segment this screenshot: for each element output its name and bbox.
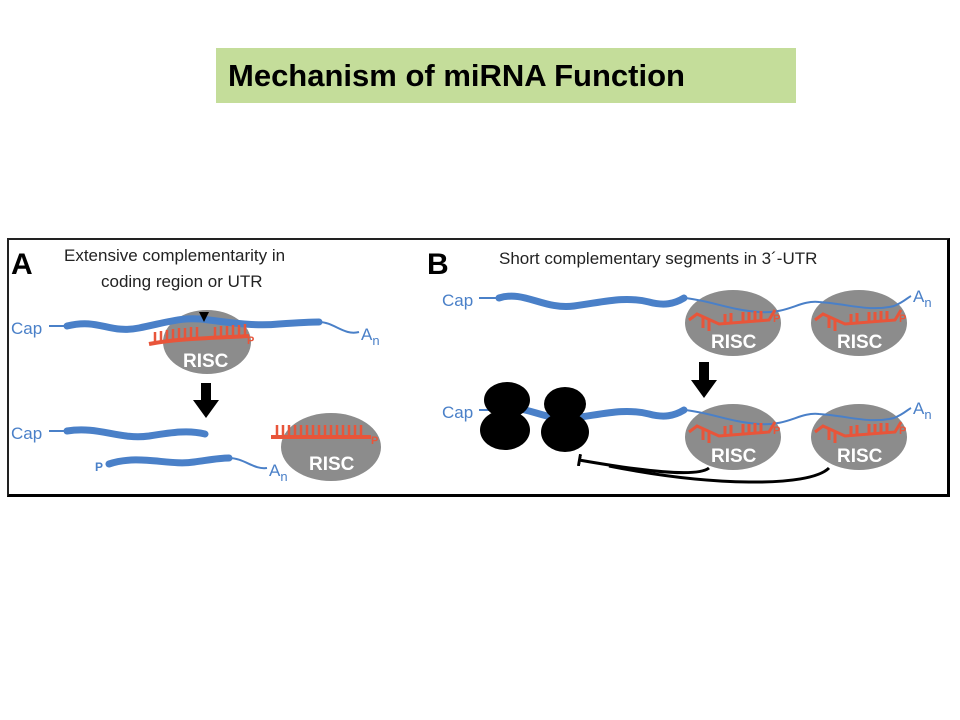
panel-b-heading: Short complementary segments in 3´-UTR	[499, 249, 817, 268]
mirna-mechanism-figure: A Extensive complementarity in coding re…	[7, 238, 950, 497]
panel-a-fragment-phosphate: P	[95, 460, 103, 474]
panel-a-risc-right-label: RISC	[309, 454, 355, 475]
panel-a-mrna-top	[63, 315, 323, 333]
panel-b-cap-top: Cap	[442, 291, 473, 310]
panel-b-mrna-top	[495, 292, 688, 311]
panel-a-polya-bottom: An	[269, 461, 288, 484]
panel-b-risc-2-label: RISC	[837, 332, 883, 353]
panel-a-cap-bottom: Cap	[11, 424, 42, 443]
panel-a-utr-tail-bottom	[228, 457, 268, 470]
panel-b-risc-3-label: RISC	[711, 446, 757, 467]
panel-b-mirna-3	[688, 421, 777, 443]
panel-b-mirna-1-phosphate: P	[773, 313, 780, 325]
panel-a-fragment-3prime	[105, 454, 233, 468]
panel-a-cap-top: Cap	[11, 319, 42, 338]
panel-a-utr-tail-top	[318, 321, 360, 334]
panel-b-mirna-3-phosphate: P	[773, 425, 780, 437]
panel-b-risc-4-label: RISC	[837, 446, 883, 467]
panel-a-cleavage-arrowhead	[199, 312, 209, 322]
panel-b-down-arrow	[691, 362, 717, 398]
panel-a-mirna-teeth-top	[153, 324, 247, 344]
panel-b-polya-bottom: An	[913, 399, 932, 422]
panel-b-ribosome-1	[480, 382, 530, 450]
panel-b-polya-top: An	[913, 287, 932, 310]
page-title: Mechanism of miRNA Function	[228, 57, 685, 93]
panel-b-inhibition-line-2	[608, 464, 831, 484]
panel-a-mirna-phosphate: P	[247, 335, 254, 347]
panel-b-mirna-2	[814, 309, 903, 331]
panel-b: B Short complementary segments in 3´-UTR…	[427, 248, 932, 484]
panel-b-risc-1-label: RISC	[711, 332, 757, 353]
panel-a-mirna-teeth-free	[275, 425, 363, 437]
panel-a-letter: A	[11, 248, 33, 281]
panel-b-mirna-4	[814, 421, 903, 443]
title-box: Mechanism of miRNA Function	[216, 48, 796, 103]
panel-b-mrna-bottom	[495, 404, 688, 423]
panel-b-mirna-4-phosphate: P	[899, 425, 906, 437]
panel-a-polya-top: An	[361, 325, 380, 348]
panel-b-risc-3-body	[685, 404, 781, 470]
panel-a-down-arrow	[193, 383, 219, 418]
panel-a-heading-line2: coding region or UTR	[101, 272, 263, 291]
panel-a-free-mirna-phosphate: P	[371, 435, 378, 447]
panel-b-utr-bottom	[683, 407, 912, 426]
figure-canvas: A Extensive complementarity in coding re…	[11, 246, 932, 484]
panel-b-letter: B	[427, 248, 449, 281]
panel-b-mirna-1	[688, 309, 777, 331]
panel-a: A Extensive complementarity in coding re…	[11, 246, 381, 484]
panel-b-mirna-2-phosphate: P	[899, 313, 906, 325]
panel-b-ribosome-2	[541, 387, 589, 452]
panel-b-utr-top	[683, 295, 912, 314]
panel-a-fragment-5prime	[63, 426, 209, 441]
panel-b-inhibition-line-1	[576, 453, 710, 475]
panel-a-risc-top-label: RISC	[183, 351, 229, 372]
panel-a-heading-line1: Extensive complementarity in	[64, 246, 285, 265]
panel-b-cap-bottom: Cap	[442, 403, 473, 422]
